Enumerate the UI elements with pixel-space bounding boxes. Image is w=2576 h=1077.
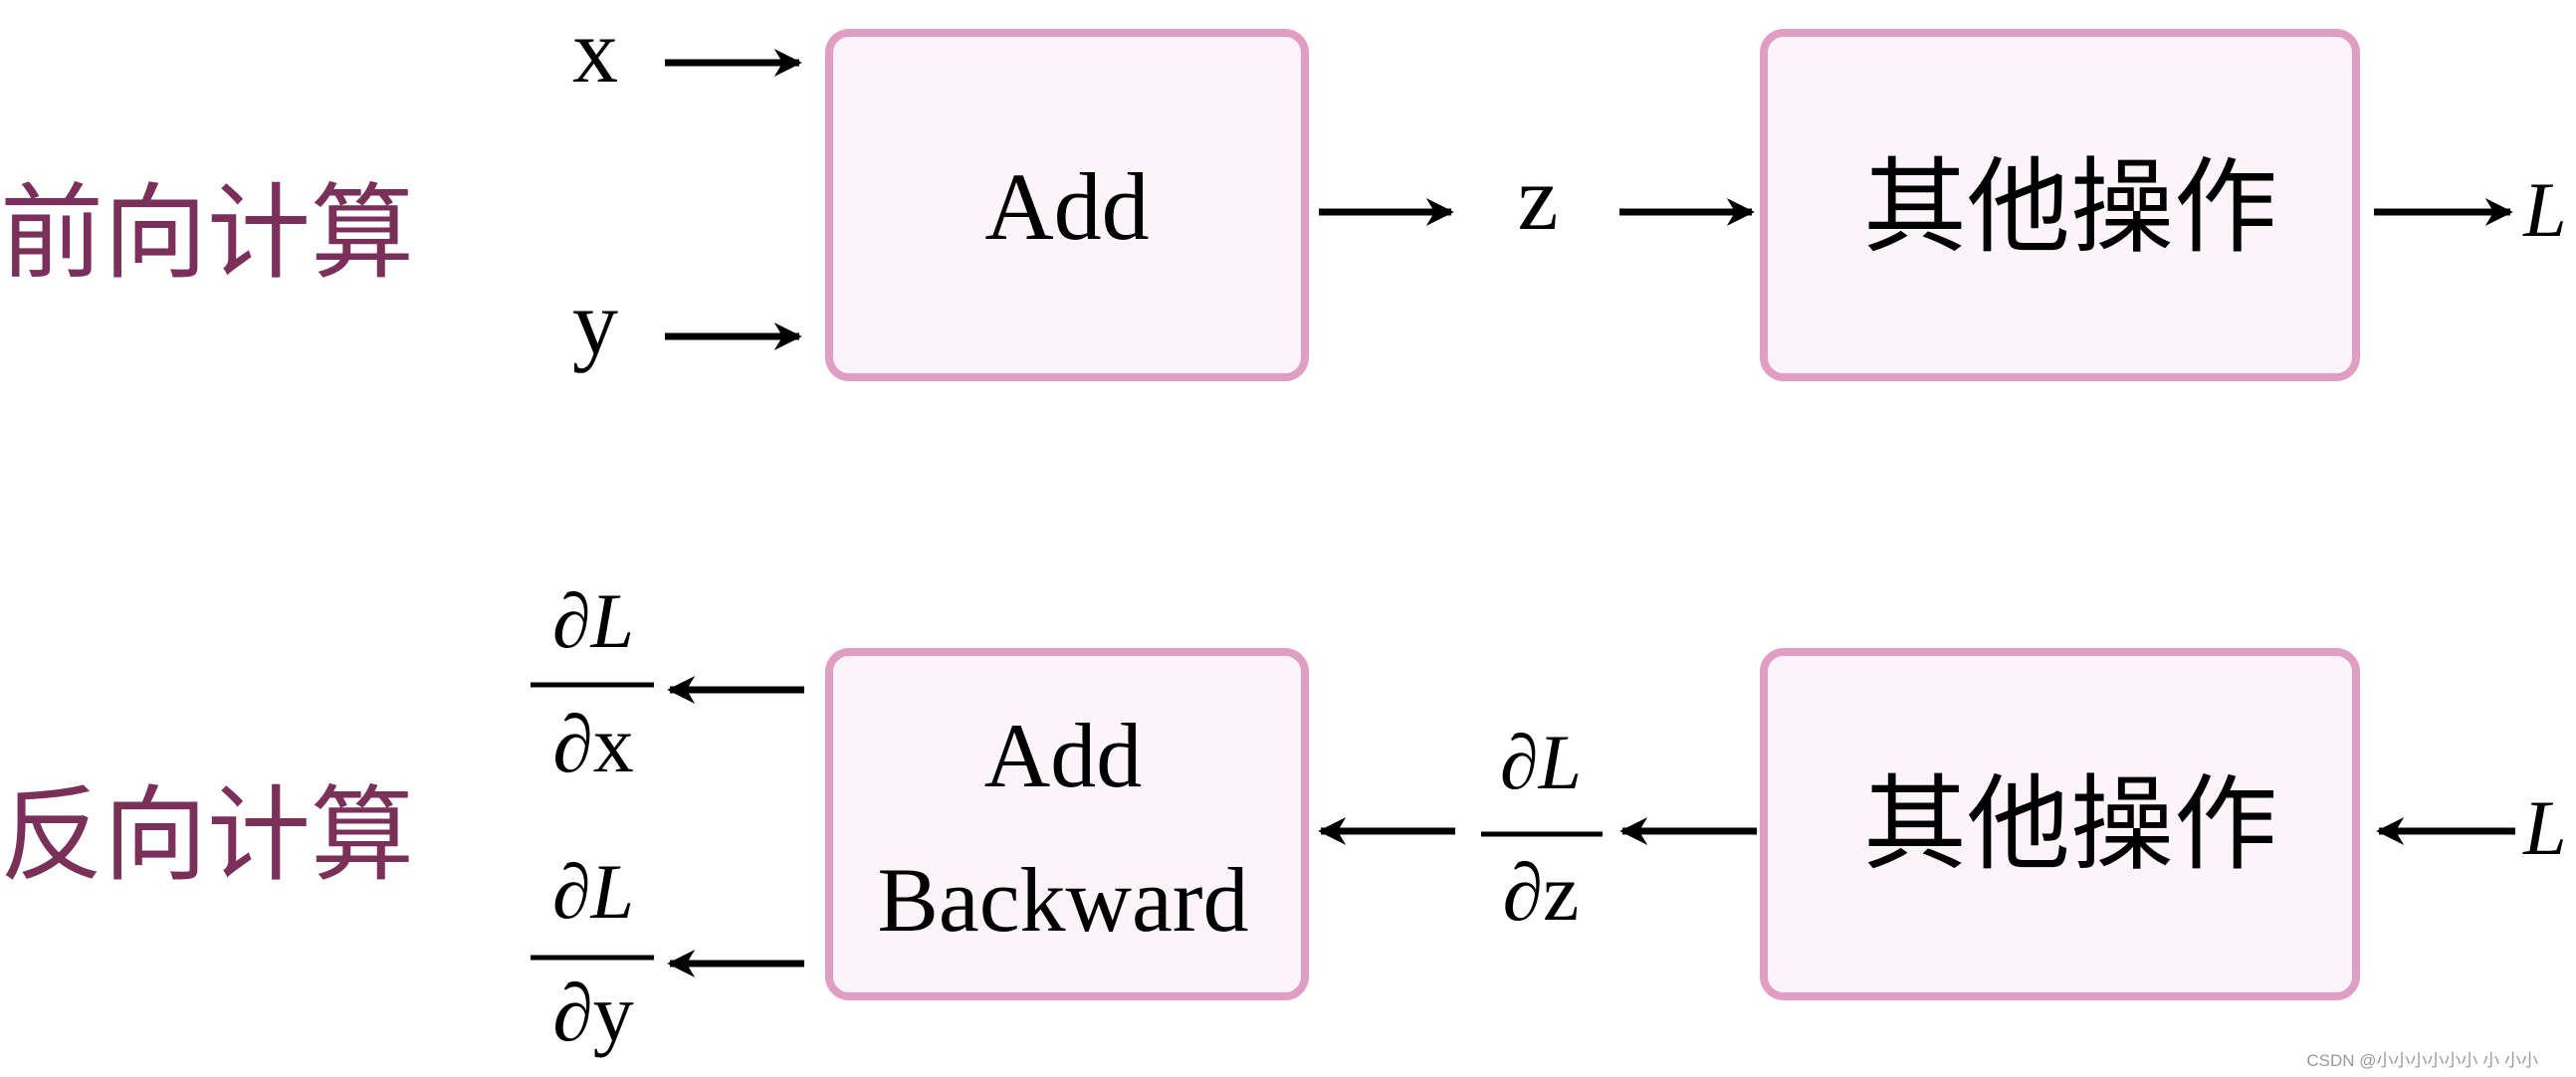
grad-y-numerator: ∂L (552, 848, 634, 935)
other-ops-box (1760, 29, 2360, 381)
other-ops-backward-box-label: 其他操作 (1863, 763, 2277, 885)
add-backward-label-line2: Backward (878, 849, 1249, 951)
grad-x-denominator: ∂x (552, 699, 634, 789)
grad-z-numerator: ∂L (1500, 719, 1582, 805)
forward-row-label: 前向计算 (0, 172, 414, 294)
grad-y-denominator: ∂y (552, 968, 634, 1058)
backward-row-label: 反向计算 (0, 774, 414, 896)
input-x-label: x (572, 0, 618, 102)
loss-label-forward: L (2522, 166, 2566, 253)
add-backward-box (825, 648, 1309, 1000)
other-ops-backward-box (1760, 648, 2360, 1000)
add-box (825, 29, 1309, 381)
grad-z-denominator: ∂z (1503, 847, 1580, 938)
input-y-label: y (572, 272, 618, 373)
loss-label-backward: L (2522, 784, 2566, 871)
csdn-watermark: CSDN @小小小小小小 小 小小 (2306, 1051, 2538, 1070)
add-box-label: Add (984, 153, 1149, 260)
grad-x-numerator: ∂L (552, 577, 634, 664)
other-ops-box-label: 其他操作 (1863, 146, 2277, 268)
add-backward-label-line1: Add (984, 705, 1142, 806)
output-z-label: z (1518, 147, 1559, 249)
